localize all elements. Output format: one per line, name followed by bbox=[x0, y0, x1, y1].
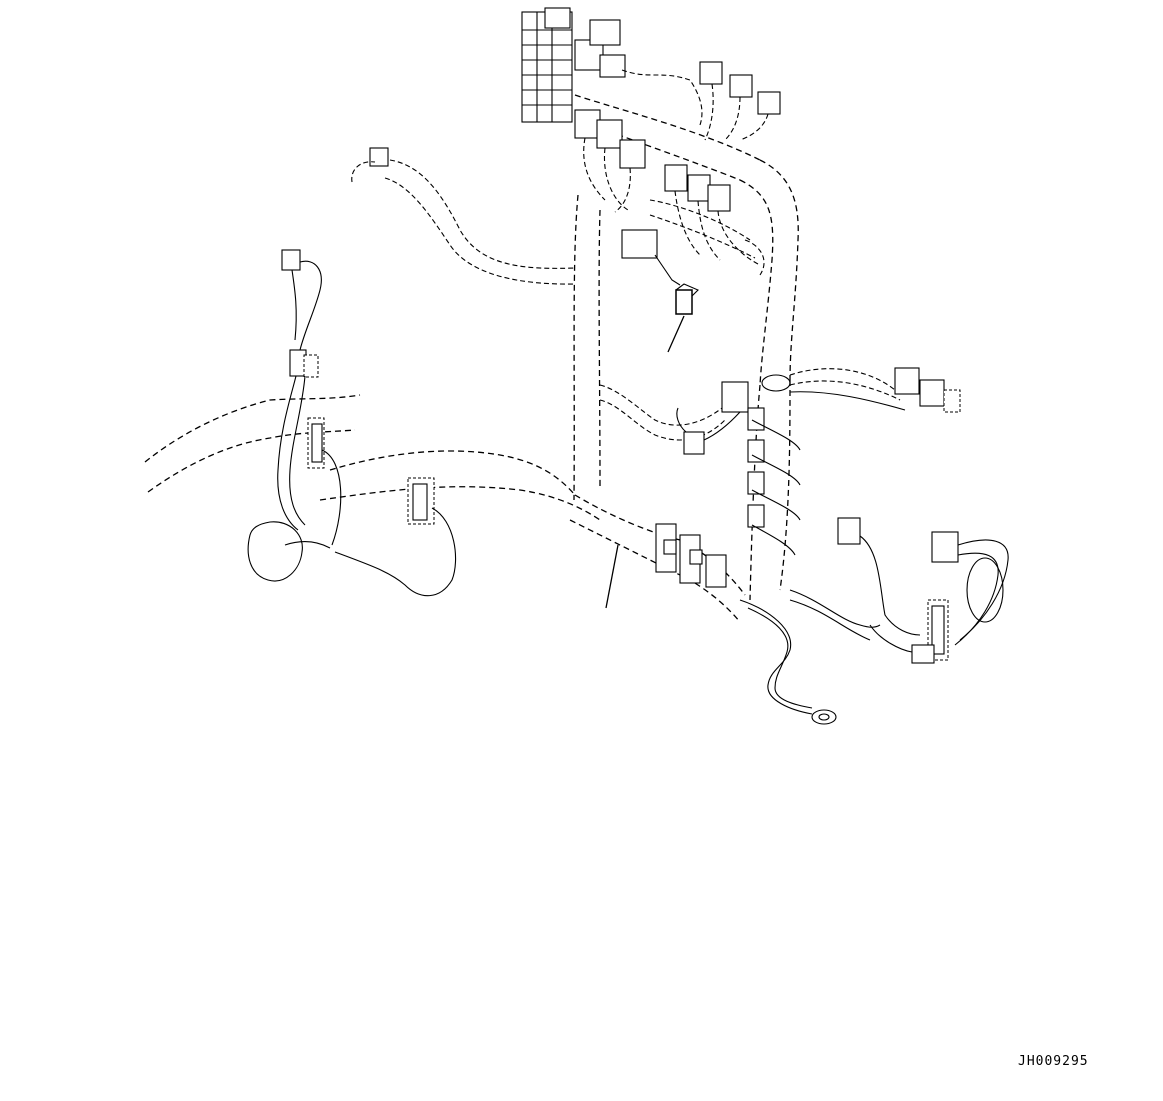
left-vertical-wire bbox=[277, 249, 342, 546]
main-harness-trunk bbox=[144, 394, 746, 623]
mid-left-connector bbox=[334, 477, 457, 597]
right-branch bbox=[789, 367, 961, 413]
trunk-clamps bbox=[747, 374, 801, 556]
inner-vertical-wires bbox=[649, 199, 765, 276]
leader-line-upper bbox=[667, 315, 685, 353]
middle-branch bbox=[599, 381, 749, 455]
highlighted-connector bbox=[667, 283, 699, 353]
ground-wire bbox=[739, 599, 837, 725]
left-upper-branch bbox=[351, 147, 576, 285]
fuse-relay-box bbox=[521, 7, 626, 123]
leader-line-lower bbox=[605, 544, 619, 609]
right-lower-cluster bbox=[789, 517, 1009, 664]
relay-cluster bbox=[574, 109, 761, 286]
lower-center-clamps bbox=[605, 523, 727, 609]
drawing-reference-code: JH009295 bbox=[1018, 1054, 1089, 1069]
vertical-harness-trunk bbox=[573, 94, 799, 601]
upper-right-connectors bbox=[621, 61, 781, 141]
